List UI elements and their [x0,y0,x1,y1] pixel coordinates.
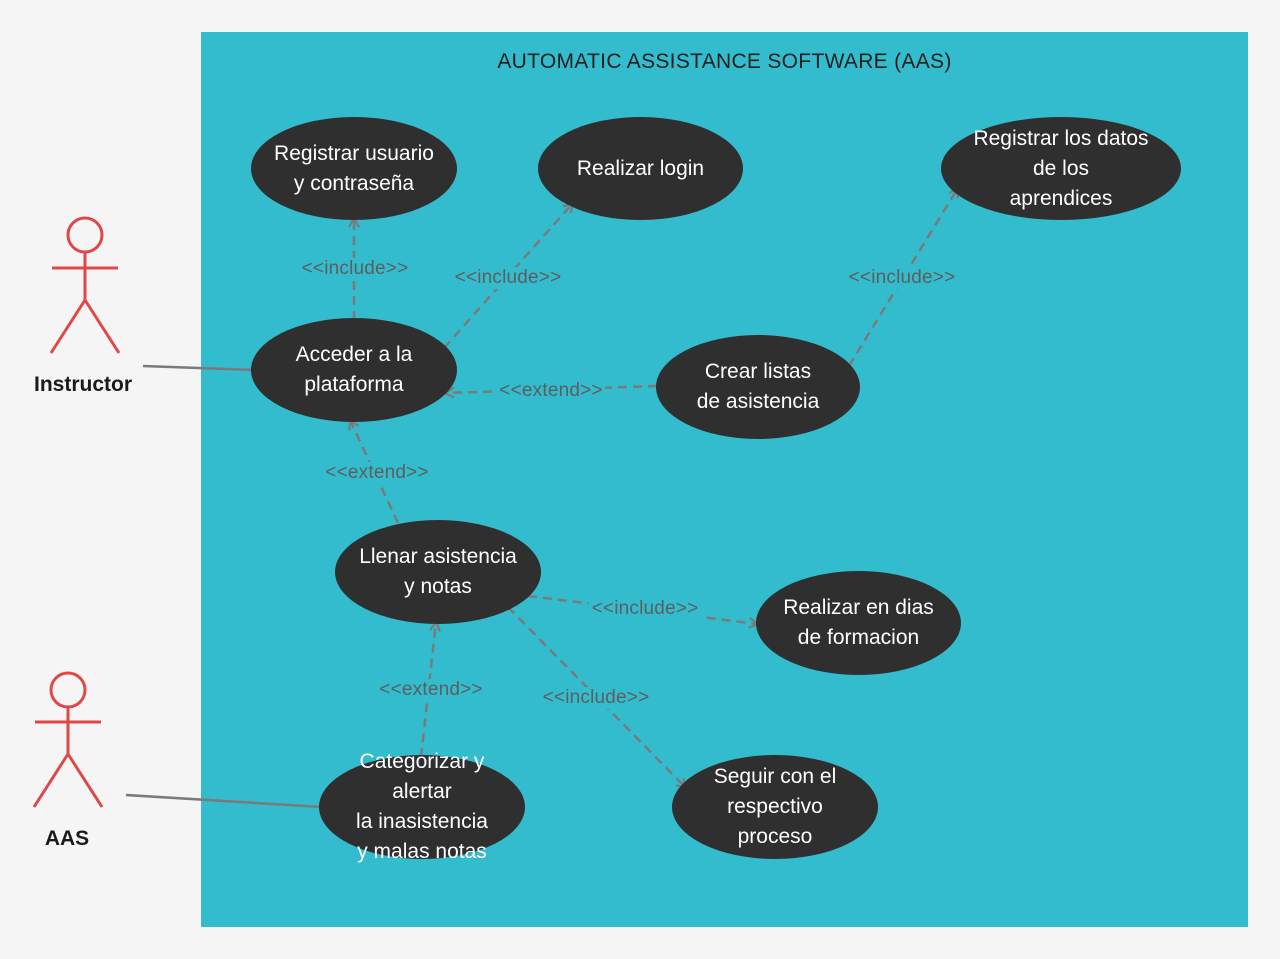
label-llenar-realizar: <<include>> [588,598,702,620]
usecase-realizar-login[interactable]: Realizar login [538,117,743,220]
association-aas-categorizar [125,793,323,809]
label-acceder-login: <<include>> [451,267,565,289]
actor-instructor-figure [49,216,121,354]
usecase-llenar-asistencia[interactable]: Llenar asistencia y notas [335,520,541,624]
edge-llenar-acceder [350,420,400,524]
actor-aas-figure [32,671,104,808]
label-crear-registrar-datos: <<include>> [845,267,959,289]
actor-aas-label: AAS [44,827,90,850]
usecase-seguir-proceso[interactable]: Seguir con el respectivo proceso [672,755,878,859]
label-llenar-acceder: <<extend>> [322,462,432,484]
usecase-realizar-dias[interactable]: Realizar en dias de formacion [756,571,961,675]
actor-instructor-label: Instructor [33,373,133,396]
label-acceder-registrar: <<include>> [298,258,412,280]
usecase-registrar-usuario[interactable]: Registrar usuario y contraseña [251,117,457,220]
label-llenar-seguir: <<include>> [539,687,653,709]
usecase-registrar-datos[interactable]: Registrar los datos de los aprendices [941,117,1181,220]
edge-llenar-realizar [527,594,758,624]
association-instructor-acceder [142,364,255,372]
usecase-categorizar-alertar[interactable]: Categorizar y alertar la inasistencia y … [319,750,525,863]
usecase-acceder-plataforma[interactable]: Acceder a la plataforma [251,318,457,422]
system-title: AUTOMATIC ASSISTANCE SOFTWARE (AAS) [497,50,952,73]
edge-crear-registrar-datos [847,188,958,367]
label-categorizar-llenar: <<extend>> [376,679,486,701]
label-crear-acceder: <<extend>> [496,380,606,402]
usecase-crear-listas[interactable]: Crear listas de asistencia [656,335,860,439]
